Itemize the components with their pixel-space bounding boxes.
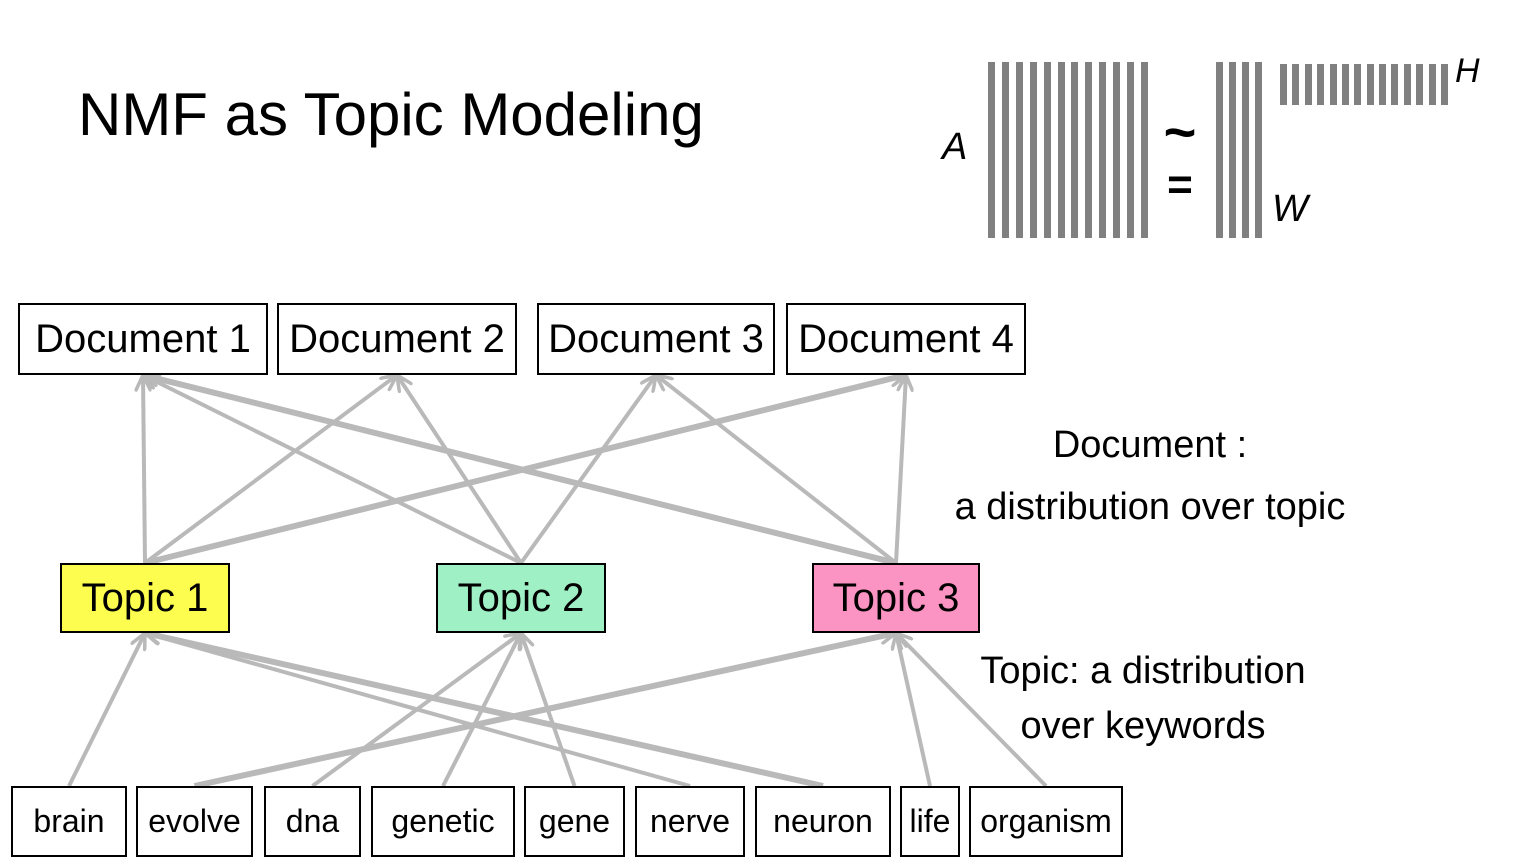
keyword-topic-arrow xyxy=(896,633,932,787)
matrix-bar xyxy=(1317,64,1325,105)
keyword-topic-arrow xyxy=(441,633,523,787)
keyword-topic-arrow xyxy=(311,633,522,788)
matrix-bar xyxy=(1403,64,1411,105)
keyword-label: brain xyxy=(33,803,105,839)
matrix-h-bars xyxy=(1280,64,1448,105)
matrix-bar xyxy=(1085,62,1093,238)
matrix-bar xyxy=(1043,62,1051,238)
matrix-bar xyxy=(1216,62,1223,238)
document-box-4: Document 4 xyxy=(786,303,1026,375)
keyword-box-neuron: neuron xyxy=(755,786,891,857)
topic-box-1: Topic 1 xyxy=(60,563,230,633)
topic-label: Topic 2 xyxy=(457,575,585,620)
matrix-bar xyxy=(1015,62,1023,238)
topic-document-arrow xyxy=(656,375,898,565)
matrix-bar xyxy=(1354,64,1362,105)
matrix-bar xyxy=(1366,64,1374,105)
matrix-bar xyxy=(1391,64,1399,105)
matrix-bar xyxy=(1140,62,1148,238)
keyword-box-evolve: evolve xyxy=(136,786,253,857)
matrix-bar xyxy=(1280,64,1287,105)
matrix-bar xyxy=(1099,62,1107,238)
document-box-1: Document 1 xyxy=(18,303,268,375)
equals-glyph: = xyxy=(1167,160,1193,209)
topic-document-arrow xyxy=(143,373,522,565)
keyword-label: nerve xyxy=(649,803,731,839)
topic-label: Topic 1 xyxy=(81,575,209,620)
document-box-2: Document 2 xyxy=(277,303,517,375)
keyword-box-brain: brain xyxy=(11,786,127,857)
keyword-topic-arrow xyxy=(67,633,147,787)
keyword-label: evolve xyxy=(148,803,241,839)
topic-note: Topic: a distribution over keywords xyxy=(903,644,1383,754)
topic-note-line2: over keywords xyxy=(1020,705,1266,747)
matrix-a-bars xyxy=(988,62,1148,238)
document-note-line1: Document : xyxy=(1052,424,1248,466)
document-note: Document : a distribution over topic xyxy=(870,414,1430,538)
keyword-label: genetic xyxy=(391,803,495,839)
approx-equals-symbol: ~ = xyxy=(1158,104,1202,210)
topic-document-arrow xyxy=(519,375,656,565)
topic-note-line1: Topic: a distribution xyxy=(980,650,1306,692)
matrix-bar xyxy=(1416,64,1424,105)
topic-label: Topic 3 xyxy=(832,575,960,620)
topic-document-arrow xyxy=(143,375,897,566)
matrix-bar xyxy=(1229,62,1236,238)
topic-document-arrow xyxy=(894,375,906,564)
document-label: Document 4 xyxy=(798,316,1014,361)
matrix-bar xyxy=(1329,64,1337,105)
matrix-bar xyxy=(1428,64,1436,105)
matrix-bar xyxy=(988,62,995,238)
keyword-box-genetic: genetic xyxy=(371,786,515,857)
keyword-topic-arrow xyxy=(193,633,897,789)
tilde-glyph: ~ xyxy=(1163,100,1197,163)
matrix-bar xyxy=(1242,62,1249,238)
keyword-label: life xyxy=(909,803,951,839)
keyword-label: organism xyxy=(980,803,1112,839)
matrix-bar xyxy=(1292,64,1300,105)
document-box-3: Document 3 xyxy=(537,303,775,375)
matrix-bar xyxy=(1127,62,1135,238)
matrix-bar xyxy=(1341,64,1349,105)
document-label: Document 1 xyxy=(35,316,251,361)
keyword-label: gene xyxy=(538,803,611,839)
matrix-bar xyxy=(1440,64,1448,105)
slide-title: NMF as Topic Modeling xyxy=(78,81,704,148)
topic-document-arrow xyxy=(143,375,397,565)
matrix-a-label: A xyxy=(942,126,968,168)
matrix-w-bars xyxy=(1216,62,1262,238)
keyword-box-life: life xyxy=(900,786,960,857)
topic-document-arrow xyxy=(397,375,523,565)
matrix-bar xyxy=(1304,64,1312,105)
matrix-bar xyxy=(1255,62,1262,238)
matrix-h-label: H xyxy=(1455,52,1480,90)
matrix-bar xyxy=(1001,62,1009,238)
matrix-bar xyxy=(1071,62,1079,238)
topic-box-2: Topic 2 xyxy=(436,563,606,633)
topic-box-3: Topic 3 xyxy=(812,563,980,633)
matrix-bar xyxy=(1029,62,1037,238)
matrix-bar xyxy=(1379,64,1386,105)
matrix-bar xyxy=(1057,62,1065,238)
keyword-box-dna: dna xyxy=(264,786,361,857)
document-label: Document 3 xyxy=(548,316,764,361)
keyword-box-gene: gene xyxy=(524,786,625,857)
keyword-topic-arrow xyxy=(896,633,1048,788)
matrix-w-label: W xyxy=(1272,188,1308,230)
document-label: Document 2 xyxy=(289,316,505,361)
keyword-label: dna xyxy=(285,803,340,839)
keyword-box-organism: organism xyxy=(969,786,1123,857)
document-note-line2: a distribution over topic xyxy=(954,486,1346,528)
matrix-bar xyxy=(1113,62,1121,238)
keyword-box-nerve: nerve xyxy=(635,786,745,857)
keyword-label: neuron xyxy=(773,803,873,839)
topic-document-arrow xyxy=(143,375,145,564)
